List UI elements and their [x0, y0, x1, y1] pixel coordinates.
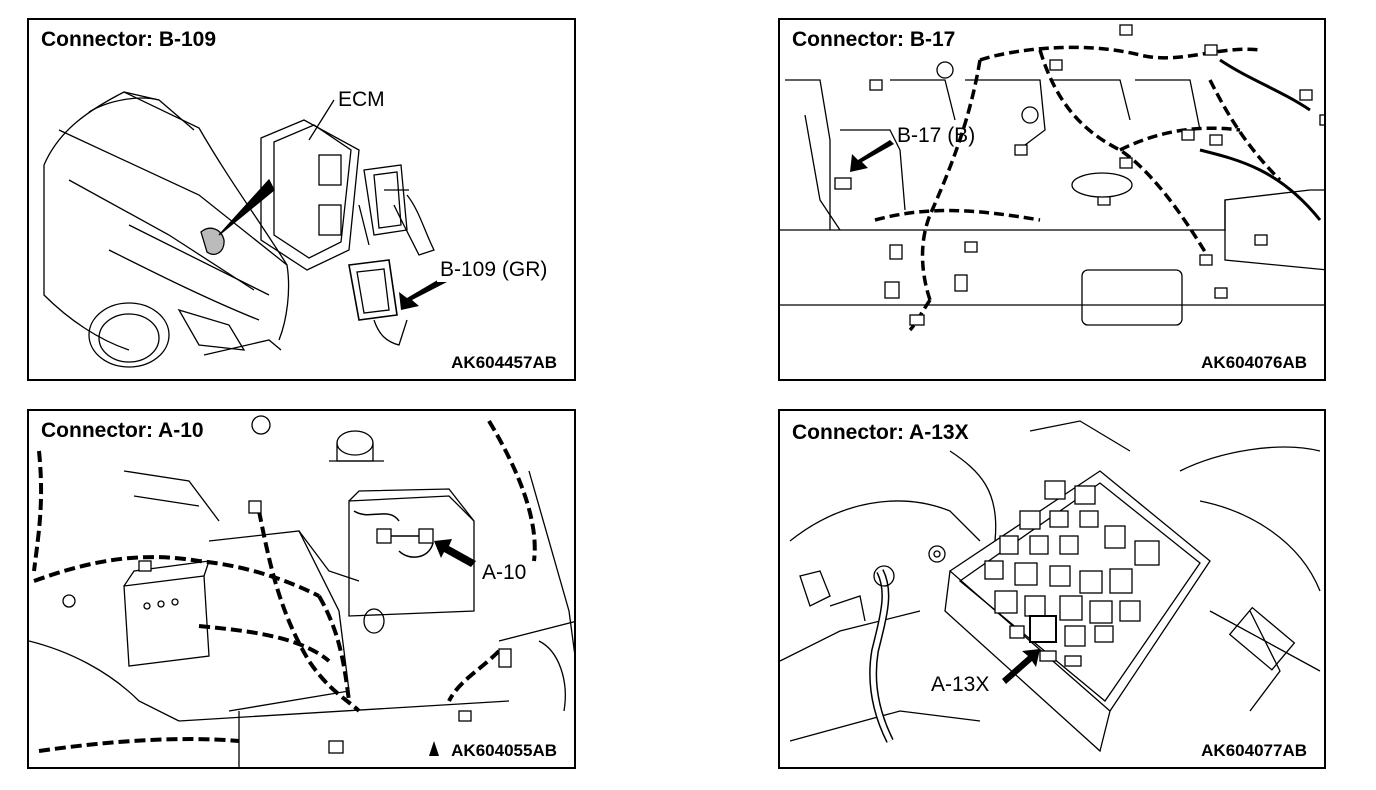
figure-code: AK604055AB	[448, 741, 560, 761]
connector-label: B-17 (B)	[897, 124, 976, 147]
engine-bay-illustration	[780, 24, 1324, 332]
panel-a10: Connector: A-10 A-10 AK604055AB	[27, 409, 576, 769]
panel-title: Connector: A-10	[39, 419, 208, 445]
connector-label: A-10	[479, 561, 530, 585]
panel-title: Connector: B-17	[790, 28, 960, 54]
panel-b109: Connector: B-109 ECM B-109 (GR) AK604457…	[27, 18, 576, 381]
panel-b17: Connector: B-17 B-17 (B) AK604076AB	[778, 18, 1326, 381]
figure-code: AK604457AB	[448, 353, 560, 373]
connector-label: A-13X	[928, 673, 993, 697]
figure-code: AK604077AB	[1198, 741, 1310, 761]
ecm-label: ECM	[335, 88, 388, 112]
panel-a13x: Connector: A-13X A-13X AK604077AB	[778, 409, 1326, 769]
car-ecm-illustration	[43, 91, 447, 368]
connector-label: B-109 (GR)	[437, 258, 551, 282]
fuse-box-illustration	[780, 420, 1321, 753]
figure-code: AK604076AB	[1198, 353, 1310, 373]
panel-title: Connector: A-13X	[790, 421, 973, 447]
engine-bay-illustration	[29, 415, 574, 767]
panel-title: Connector: B-109	[39, 28, 221, 54]
